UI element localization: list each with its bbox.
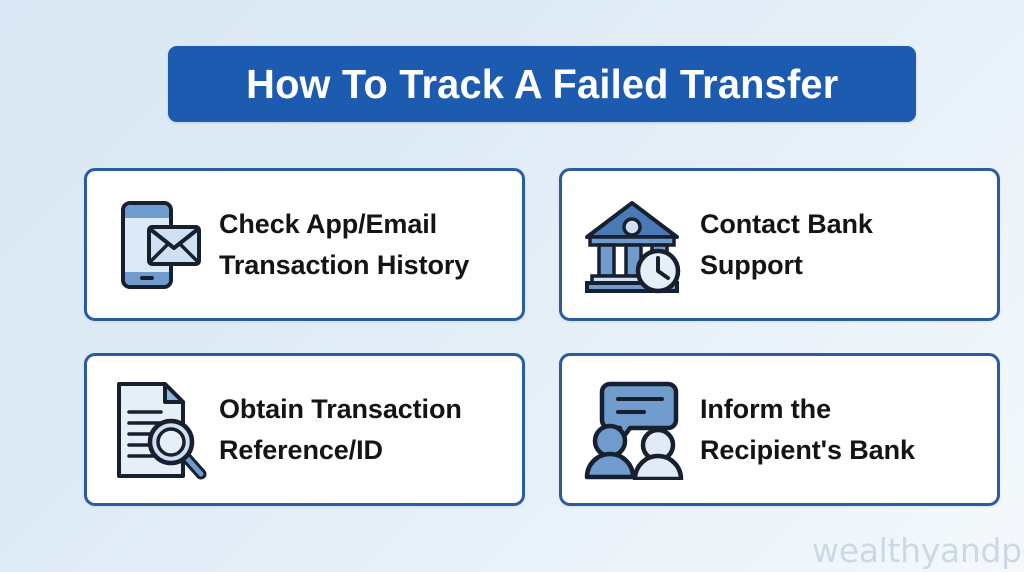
step-card-inform-recipients-bank[interactable]: Inform the Recipient's Bank — [559, 353, 1000, 506]
step-card-label: Check App/Email Transaction History — [219, 208, 470, 280]
step-card-obtain-transaction-reference[interactable]: Obtain Transaction Reference/ID — [84, 353, 525, 506]
step-card-label: Inform the Recipient's Bank — [700, 393, 915, 465]
steps-grid: Check App/Email Transaction History — [84, 168, 1000, 506]
step-card-label: Obtain Transaction Reference/ID — [219, 393, 462, 465]
step-card-contact-bank-support[interactable]: Contact Bank Support — [559, 168, 1000, 321]
title-banner: How To Track A Failed Transfer — [168, 46, 916, 122]
bank-clock-icon — [580, 191, 688, 299]
step-card-check-app-email[interactable]: Check App/Email Transaction History — [84, 168, 525, 321]
document-magnifier-icon — [105, 376, 213, 484]
page-title: How To Track A Failed Transfer — [245, 60, 839, 107]
phone-envelope-icon — [105, 191, 213, 299]
step-card-label: Contact Bank Support — [700, 208, 873, 280]
watermark: wealthyandpo — [812, 531, 1024, 570]
people-speech-bubble-icon — [580, 376, 688, 484]
